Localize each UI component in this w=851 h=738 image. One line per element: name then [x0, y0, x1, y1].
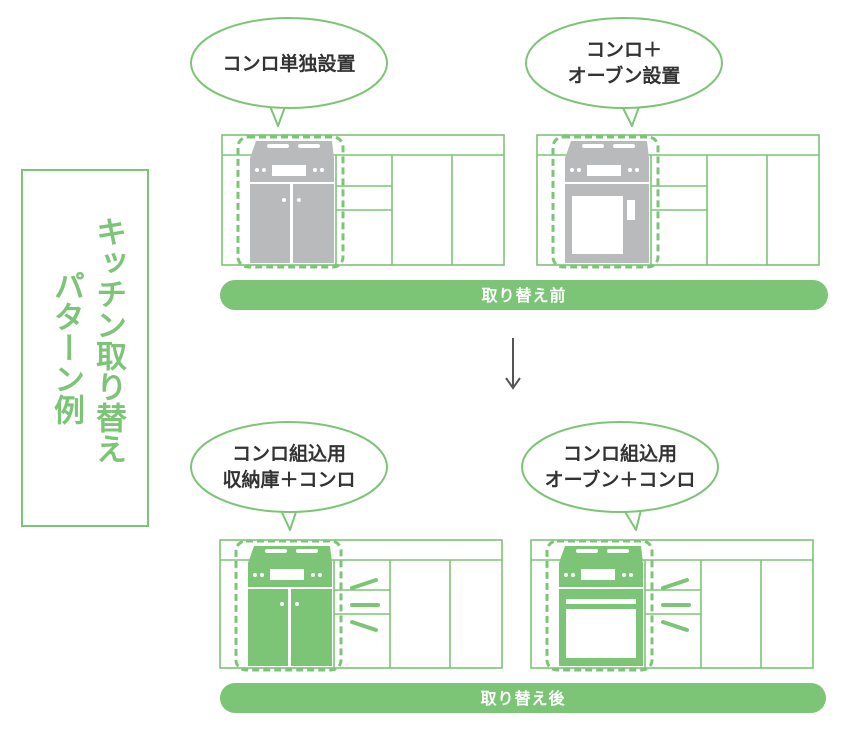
stove-cabinet-green — [248, 546, 332, 666]
oven-cabinet-green — [559, 546, 643, 666]
bubble-before-right-line2: オーブン設置 — [568, 64, 681, 87]
side-title-line1: キッチン取り替え — [90, 216, 127, 464]
after-right-kitchen — [530, 539, 814, 672]
emphasis-lines — [350, 578, 380, 632]
highlight-dashed-frame — [551, 135, 660, 269]
bubble-before-right-line1: コンロ＋ — [586, 39, 662, 61]
bubble-before-left: コンロ単独設置 — [190, 17, 388, 127]
bubble-after-left: コンロ組込用 収納庫＋コンロ — [190, 421, 388, 531]
side-title-box: キッチン取り替え パターン例 — [21, 169, 149, 527]
before-label-text: 取り替え前 — [481, 286, 566, 305]
before-right-kitchen — [536, 134, 820, 269]
bubble-after-right-line2: オーブン＋コンロ — [545, 468, 696, 491]
down-arrow-icon — [505, 338, 521, 390]
before-left-kitchen — [221, 134, 505, 269]
oven-cabinet-gray — [565, 141, 649, 263]
highlight-dashed-frame — [236, 135, 345, 269]
stove-cabinet-gray — [250, 141, 334, 263]
bubble-before-right: コンロ＋ オーブン設置 — [525, 17, 723, 127]
bubble-after-left-line1: コンロ組込用 — [232, 442, 346, 465]
bubble-after-right-line1: コンロ組込用 — [563, 442, 677, 465]
highlight-dashed-frame — [234, 539, 343, 672]
side-title-line2: パターン例 — [48, 270, 85, 426]
bubble-before-left-line1: コンロ単独設置 — [222, 52, 355, 75]
bubble-after-right: コンロ組込用 オーブン＋コンロ — [521, 421, 719, 531]
before-label-bar: 取り替え前 — [220, 280, 828, 310]
emphasis-lines — [661, 578, 691, 632]
after-label-text: 取り替え後 — [480, 689, 565, 708]
after-left-kitchen — [219, 539, 503, 672]
highlight-dashed-frame — [545, 539, 654, 672]
after-label-bar: 取り替え後 — [220, 683, 826, 713]
bubble-after-left-line2: 収納庫＋コンロ — [222, 468, 355, 491]
